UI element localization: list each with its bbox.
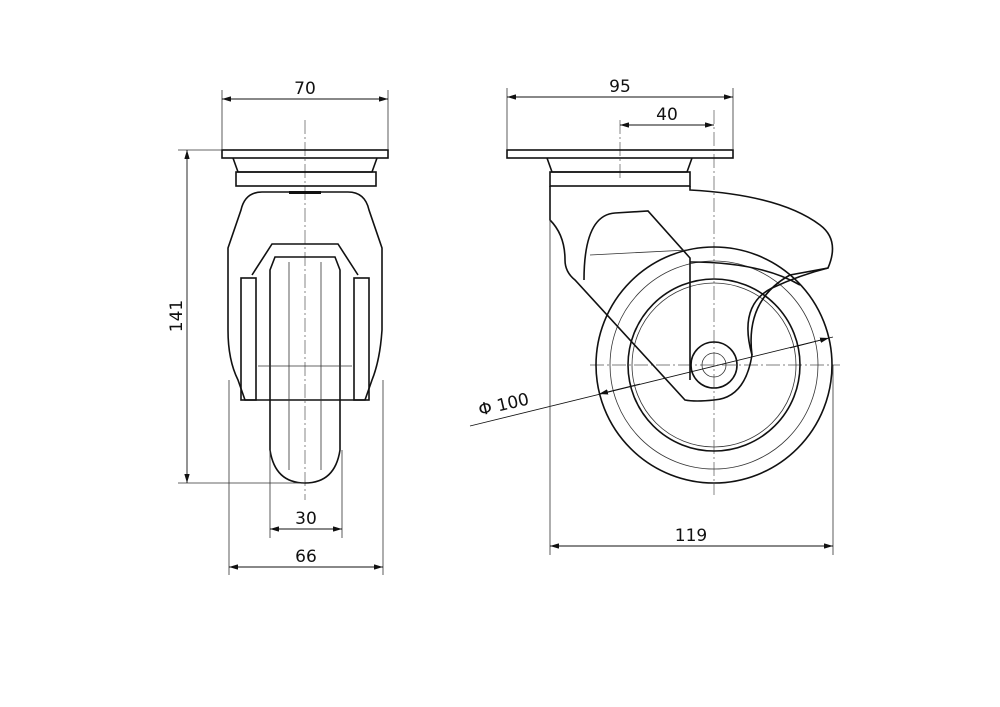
side-view [506, 110, 840, 495]
wheel-tire [595, 246, 833, 484]
fork-bridge [251, 243, 359, 276]
dim-wheel-width: 30 [295, 509, 317, 529]
fork-housing [549, 186, 834, 402]
fork-side-plate [583, 210, 691, 380]
dim-offset: 40 [656, 105, 678, 125]
wheel-rim [627, 278, 801, 452]
diameter-leader [469, 336, 834, 427]
fork-leg-left [240, 277, 257, 401]
dim-overall-length: 119 [675, 526, 707, 546]
front-view [221, 120, 389, 500]
front-dimensions: 70 141 30 66 [167, 79, 389, 575]
dim-wheel-diameter: Φ 100 [477, 390, 531, 421]
dim-overall-width: 66 [295, 547, 317, 567]
dim-total-height: 141 [167, 300, 187, 332]
axle-hub [690, 341, 738, 389]
dim-plate-length: 95 [609, 77, 631, 97]
wheel-front [269, 256, 341, 484]
top-plate [221, 149, 389, 159]
fork-body [227, 191, 383, 401]
swivel-ring [235, 171, 377, 187]
side-dimensions: 95 40 Φ 100 119 [469, 77, 834, 555]
fork-leg-right [353, 277, 370, 401]
dim-plate-width: 70 [294, 79, 316, 99]
top-plate [506, 149, 734, 159]
